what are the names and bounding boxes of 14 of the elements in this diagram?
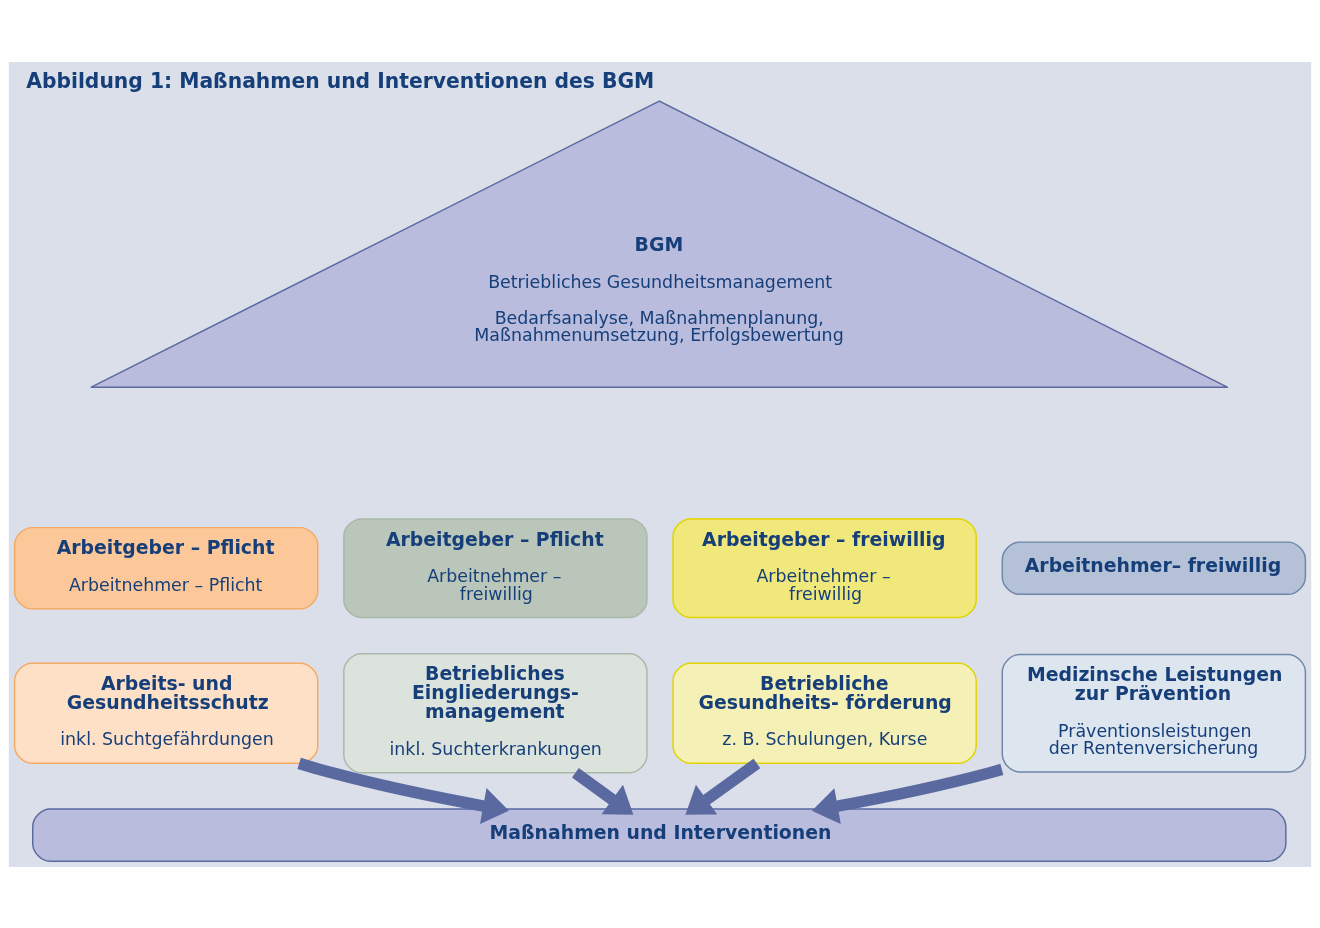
node-box: Betriebliches Eingliederungs- management inkl. Suchterkrankungen — [343, 652, 648, 773]
arrow — [685, 758, 761, 815]
node-box: Maßnahmen und Interventionen — [32, 807, 1287, 862]
node-box: Betriebliche Gesundheits- förderung z. B. Schulungen, Kurse — [672, 662, 977, 764]
arrow — [572, 767, 634, 815]
node-box: Arbeitgeber – Pflicht Arbeitnehmer – freiwillig — [343, 517, 648, 618]
node-box: Arbeitgeber – Pflicht Arbeitnehmer – Pflicht — [13, 526, 319, 610]
arrow — [811, 763, 1004, 824]
node-box: Medizinsche Leistungen zur Prävention Präventionsleistungen der Rentenversicherung — [1001, 653, 1307, 773]
node-box: Arbeitnehmer– freiwillig — [1001, 540, 1307, 595]
arrow — [297, 757, 509, 824]
node-box: Arbeits- und Gesundheitsschutz inkl. Suchtgefährdungen — [13, 662, 319, 764]
node-box: Arbeitgeber – freiwillig Arbeitnehmer – freiwillig — [672, 517, 977, 618]
diagram-title: Abbildung 1: Maßnahmen und Interventionen des BGM — [26, 68, 655, 93]
